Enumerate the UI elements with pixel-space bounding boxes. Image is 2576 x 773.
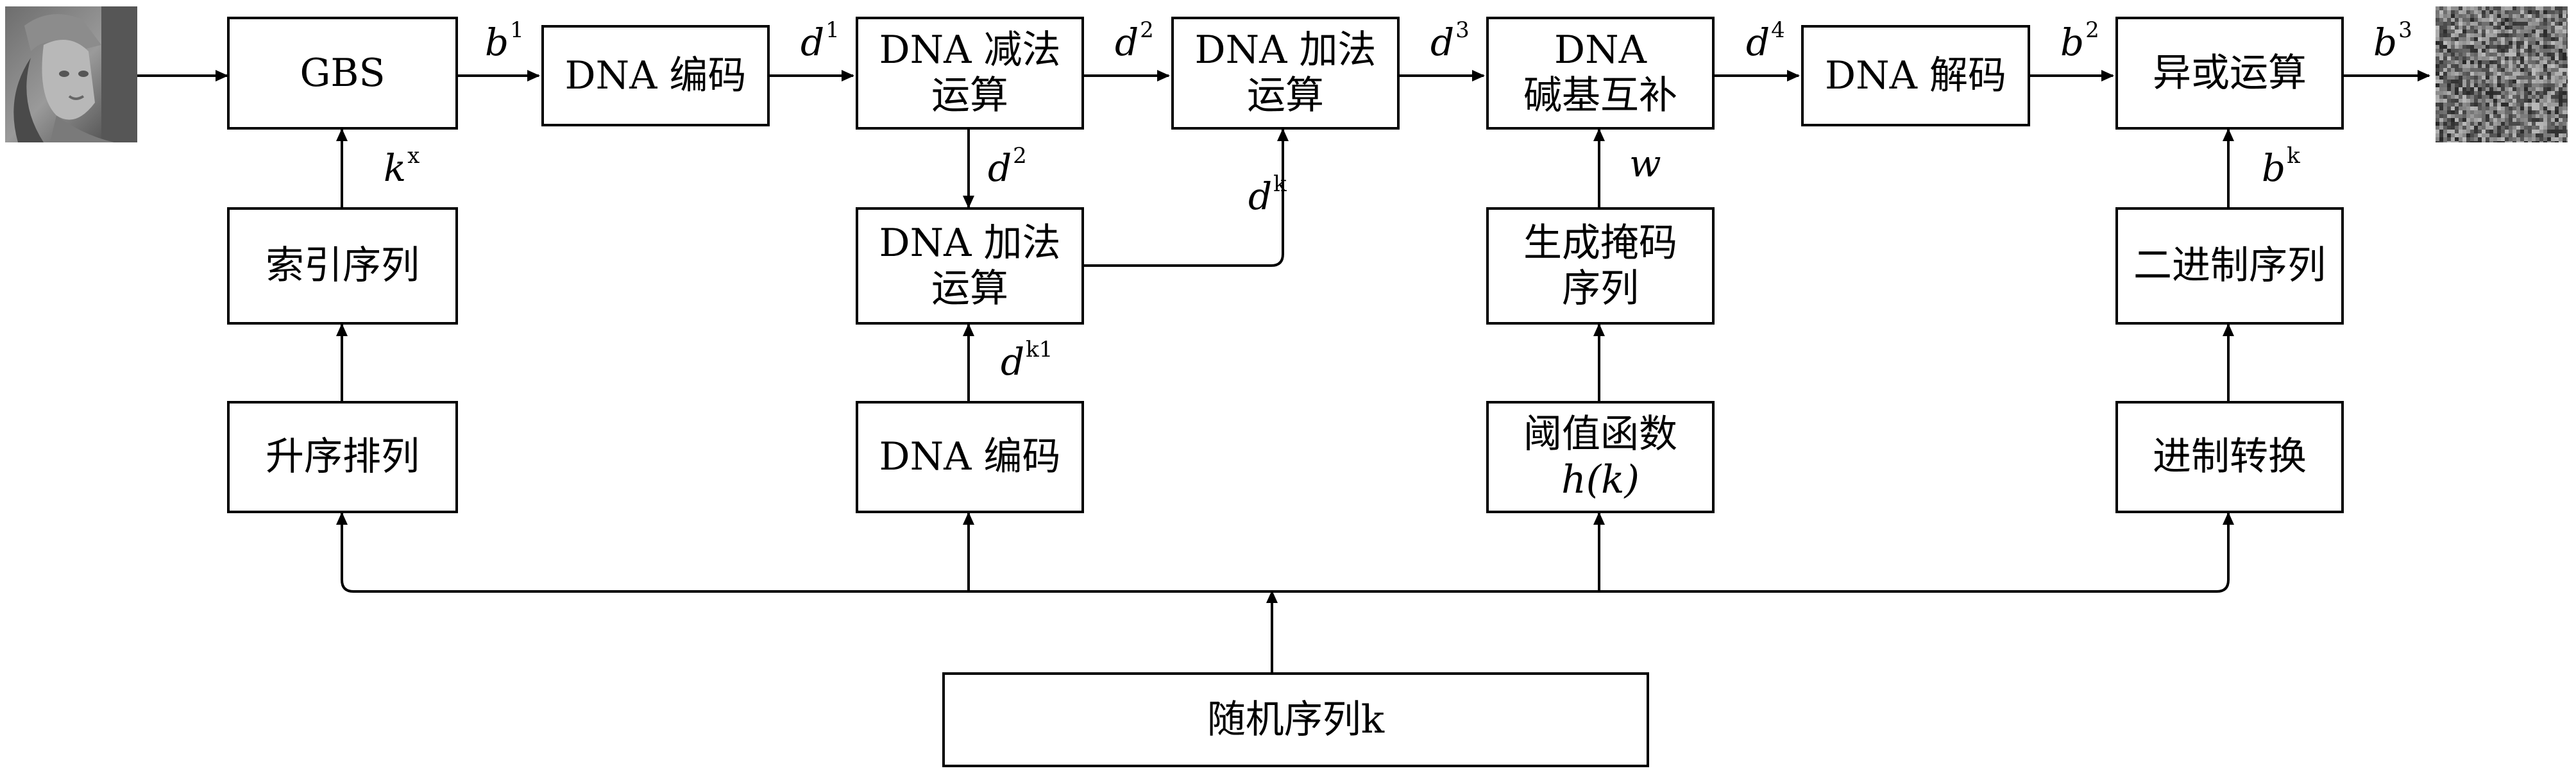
arrow-addmid-to-addtop bbox=[1084, 128, 1289, 267]
dna-add-mid-line2: 运算 bbox=[931, 266, 1008, 311]
base-conversion-box: 进制转换 bbox=[2115, 401, 2344, 513]
mask-sequence-line2: 序列 bbox=[1562, 266, 1639, 311]
label-d1: d1 bbox=[801, 17, 840, 64]
output-image bbox=[2436, 6, 2570, 145]
dna-add-mid-line1: DNA 加法 bbox=[879, 220, 1061, 266]
label-dk: dk bbox=[1248, 171, 1287, 218]
dna-complement-box: DNA 碱基互补 bbox=[1486, 17, 1715, 130]
label-kx: kx bbox=[384, 143, 420, 190]
label-w: w bbox=[1629, 142, 1661, 185]
label-d2-top: d2 bbox=[1115, 17, 1154, 64]
mask-sequence-box: 生成掩码 序列 bbox=[1486, 207, 1715, 325]
xor-box: 异或运算 bbox=[2115, 17, 2344, 130]
dna-decode-label: DNA 解码 bbox=[1824, 53, 2006, 98]
dna-subtract-line1: DNA 减法 bbox=[879, 28, 1061, 73]
base-conversion-label: 进制转换 bbox=[2153, 434, 2307, 480]
label-b3: b3 bbox=[2373, 17, 2412, 64]
binary-sequence-label: 二进制序列 bbox=[2133, 243, 2326, 289]
gbs-box: GBS bbox=[227, 17, 458, 130]
ascending-sort-label: 升序排列 bbox=[266, 434, 419, 480]
threshold-line1: 阈值函数 bbox=[1523, 411, 1677, 457]
label-dk1: dk1 bbox=[1001, 337, 1053, 384]
dna-encode-top-label: DNA 编码 bbox=[564, 53, 747, 98]
portrait-image bbox=[5, 6, 137, 142]
dna-complement-line2: 碱基互补 bbox=[1523, 73, 1677, 118]
dna-encode-top-box: DNA 编码 bbox=[541, 25, 770, 126]
dna-complement-line1: DNA bbox=[1554, 28, 1647, 73]
dna-subtract-box: DNA 减法 运算 bbox=[856, 17, 1084, 130]
dna-encode-bottom-label: DNA 编码 bbox=[879, 434, 1061, 480]
dna-decode-box: DNA 解码 bbox=[1801, 25, 2030, 126]
dna-add-top-box: DNA 加法 运算 bbox=[1171, 17, 1400, 130]
label-b1: b1 bbox=[485, 17, 524, 64]
dna-subtract-line2: 运算 bbox=[931, 73, 1008, 118]
index-sequence-box: 索引序列 bbox=[227, 207, 458, 325]
label-d4: d4 bbox=[1746, 17, 1785, 64]
index-sequence-label: 索引序列 bbox=[266, 243, 419, 289]
dna-encode-bottom-box: DNA 编码 bbox=[856, 401, 1084, 513]
label-d3: d3 bbox=[1430, 17, 1470, 64]
ascending-sort-box: 升序排列 bbox=[227, 401, 458, 513]
noise-image bbox=[2436, 6, 2570, 145]
random-sequence-box: 随机序列k bbox=[942, 672, 1649, 767]
gbs-label: GBS bbox=[300, 50, 386, 96]
dna-add-top-line2: 运算 bbox=[1246, 73, 1324, 118]
label-b2: b2 bbox=[2060, 17, 2099, 64]
mask-sequence-line1: 生成掩码 bbox=[1523, 220, 1677, 266]
label-bk: bk bbox=[2262, 143, 2300, 190]
threshold-line2: h(k) bbox=[1561, 457, 1640, 502]
input-image bbox=[5, 6, 137, 142]
arrow-bus-to-convert bbox=[2216, 512, 2234, 593]
random-sequence-label: 随机序列k bbox=[1207, 697, 1385, 742]
threshold-function-box: 阈值函数 h(k) bbox=[1486, 401, 1715, 513]
binary-sequence-box: 二进制序列 bbox=[2115, 207, 2344, 325]
arrow-bus-to-sort bbox=[336, 512, 354, 593]
label-d2-mid: d2 bbox=[988, 143, 1027, 190]
xor-label: 异或运算 bbox=[2153, 50, 2307, 96]
dna-add-top-line1: DNA 加法 bbox=[1194, 28, 1377, 73]
dna-add-mid-box: DNA 加法 运算 bbox=[856, 207, 1084, 325]
